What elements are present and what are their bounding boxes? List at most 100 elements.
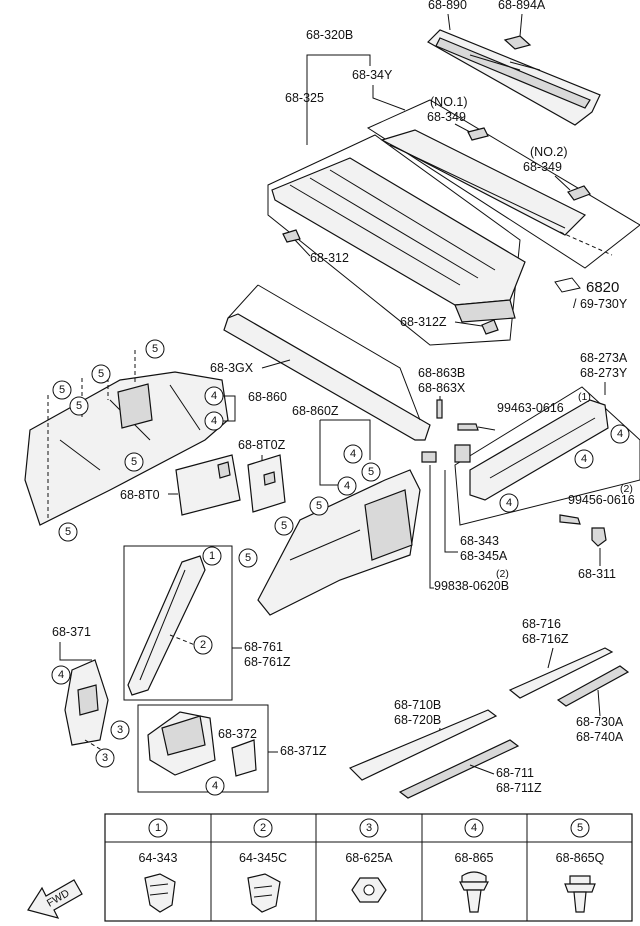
- table-column-2: 2 64-345C: [239, 818, 287, 913]
- table-part: 64-343: [139, 851, 178, 865]
- callout-5: 5: [65, 526, 71, 538]
- table-index: 2: [260, 822, 266, 834]
- cargo-strip-68-890: [427, 29, 601, 126]
- label-68-761: 68-761: [244, 640, 283, 654]
- label-68-8t0: 68-8T0: [120, 488, 160, 502]
- label-68-325: 68-325: [285, 91, 324, 105]
- label-qty-2b: (2): [496, 568, 509, 580]
- scuff-plate-68-710b: [348, 709, 498, 781]
- label-68-312: 68-312: [310, 251, 349, 265]
- access-door-68-8t0: [175, 454, 241, 516]
- callout-circles: 5 5 5 5 4 4 5 5 4 5 4 5 5 5 4 4 4 1 2 4 …: [51, 339, 630, 796]
- label-68-711z: 68-711Z: [496, 781, 542, 795]
- callout-4: 4: [344, 480, 350, 492]
- label-68-343: 68-343: [460, 534, 499, 548]
- side-trim-68-273a: [469, 399, 609, 501]
- callout-5: 5: [131, 456, 137, 468]
- callout-5: 5: [368, 466, 374, 478]
- callout-4: 4: [581, 453, 587, 465]
- scuff-mat-68-711: [398, 739, 520, 799]
- table-part: 68-865: [455, 851, 494, 865]
- label-68-720b: 68-720B: [394, 713, 441, 727]
- table-part: 64-345C: [239, 851, 287, 865]
- label-68-311: 68-311: [578, 567, 616, 581]
- table-column-4: 4 68-865: [455, 818, 494, 913]
- label-no1: (NO.1): [430, 95, 468, 109]
- cover-board-68-325: [271, 157, 526, 323]
- callout-5: 5: [76, 400, 82, 412]
- bracket-68-372: [231, 739, 257, 777]
- label-99456-0616: 99456-0616: [568, 493, 635, 507]
- label-68-349-no1: 68-349: [427, 110, 466, 124]
- table-index: 5: [577, 822, 583, 834]
- label-68-273y: 68-273Y: [580, 366, 628, 380]
- label-68-894a: 68-894A: [498, 0, 546, 12]
- label-no2: (NO.2): [530, 145, 568, 159]
- label-68-710b: 68-710B: [394, 698, 441, 712]
- label-68-863b: 68-863B: [418, 366, 465, 380]
- label-68-863x: 68-863X: [418, 381, 466, 395]
- table-index: 3: [366, 822, 372, 834]
- label-68-349-no2: 68-349: [523, 160, 562, 174]
- label-68-890: 68-890: [428, 0, 467, 12]
- callout-5: 5: [59, 384, 65, 396]
- callout-4: 4: [212, 780, 218, 792]
- fwd-arrow: FWD: [27, 879, 83, 919]
- lower-trim-68-371: [64, 659, 109, 746]
- callout-4: 4: [350, 448, 356, 460]
- label-qty-2a: (2): [620, 483, 633, 495]
- callout-4: 4: [58, 669, 64, 681]
- label-68-860z: 68-860Z: [292, 404, 339, 418]
- cross-bar-68-3gx: [223, 284, 431, 441]
- callout-4: 4: [211, 390, 217, 402]
- label-99838-0620b: 99838-0620B: [434, 579, 509, 593]
- table-part: 68-865Q: [556, 851, 605, 865]
- callout-5: 5: [98, 368, 104, 380]
- callout-2: 2: [200, 639, 206, 651]
- table-column-5: 5 68-865Q: [556, 818, 605, 913]
- clip-icon: [144, 873, 176, 913]
- callout-3: 3: [117, 724, 123, 736]
- callout-3: 3: [102, 752, 108, 764]
- table-part: 68-625A: [345, 851, 393, 865]
- table-index: 1: [155, 822, 161, 834]
- callout-1: 1: [209, 550, 215, 562]
- callout-5: 5: [152, 343, 158, 355]
- label-68-740a: 68-740A: [576, 730, 624, 744]
- label-68-273a: 68-273A: [580, 351, 628, 365]
- table-index: 4: [471, 822, 477, 834]
- label-68-320b: 68-320B: [306, 28, 353, 42]
- label-68-3gx: 68-3GX: [210, 361, 254, 375]
- label-68-371z: 68-371Z: [280, 744, 327, 758]
- table-column-1: 1 64-343: [139, 818, 178, 913]
- callout-5: 5: [316, 500, 322, 512]
- label-68-711: 68-711: [496, 766, 534, 780]
- push-rivet-icon: [461, 871, 487, 883]
- callout-4: 4: [211, 415, 217, 427]
- label-qty-1: (1): [578, 391, 591, 403]
- pillar-trim-68-761: [127, 555, 206, 696]
- rear-board-68-34y: [380, 129, 587, 236]
- callout-4: 4: [617, 428, 623, 440]
- callout-4: 4: [506, 497, 512, 509]
- callout-5: 5: [245, 552, 251, 564]
- label-68-716: 68-716: [522, 617, 561, 631]
- label-68-730a: 68-730A: [576, 715, 624, 729]
- label-68-34y: 68-34Y: [352, 68, 393, 82]
- clip-icon: [247, 873, 281, 913]
- callout-5: 5: [281, 520, 287, 532]
- label-68-761z: 68-761Z: [244, 655, 291, 669]
- scuff-plate-68-716: [508, 647, 614, 699]
- label-68-371: 68-371: [52, 625, 91, 639]
- table-column-3: 3 68-625A: [345, 818, 393, 903]
- label-68-345a: 68-345A: [460, 549, 508, 563]
- label-68-312z: 68-312Z: [400, 315, 447, 329]
- label-68-860: 68-860: [248, 390, 287, 404]
- lower-trim-68-371z: [147, 711, 216, 776]
- label-68-8t0z: 68-8T0Z: [238, 438, 286, 452]
- quarter-trim-68-860z: [257, 469, 421, 616]
- push-rivet-icon: [569, 875, 591, 885]
- label-6820: 6820: [586, 279, 619, 296]
